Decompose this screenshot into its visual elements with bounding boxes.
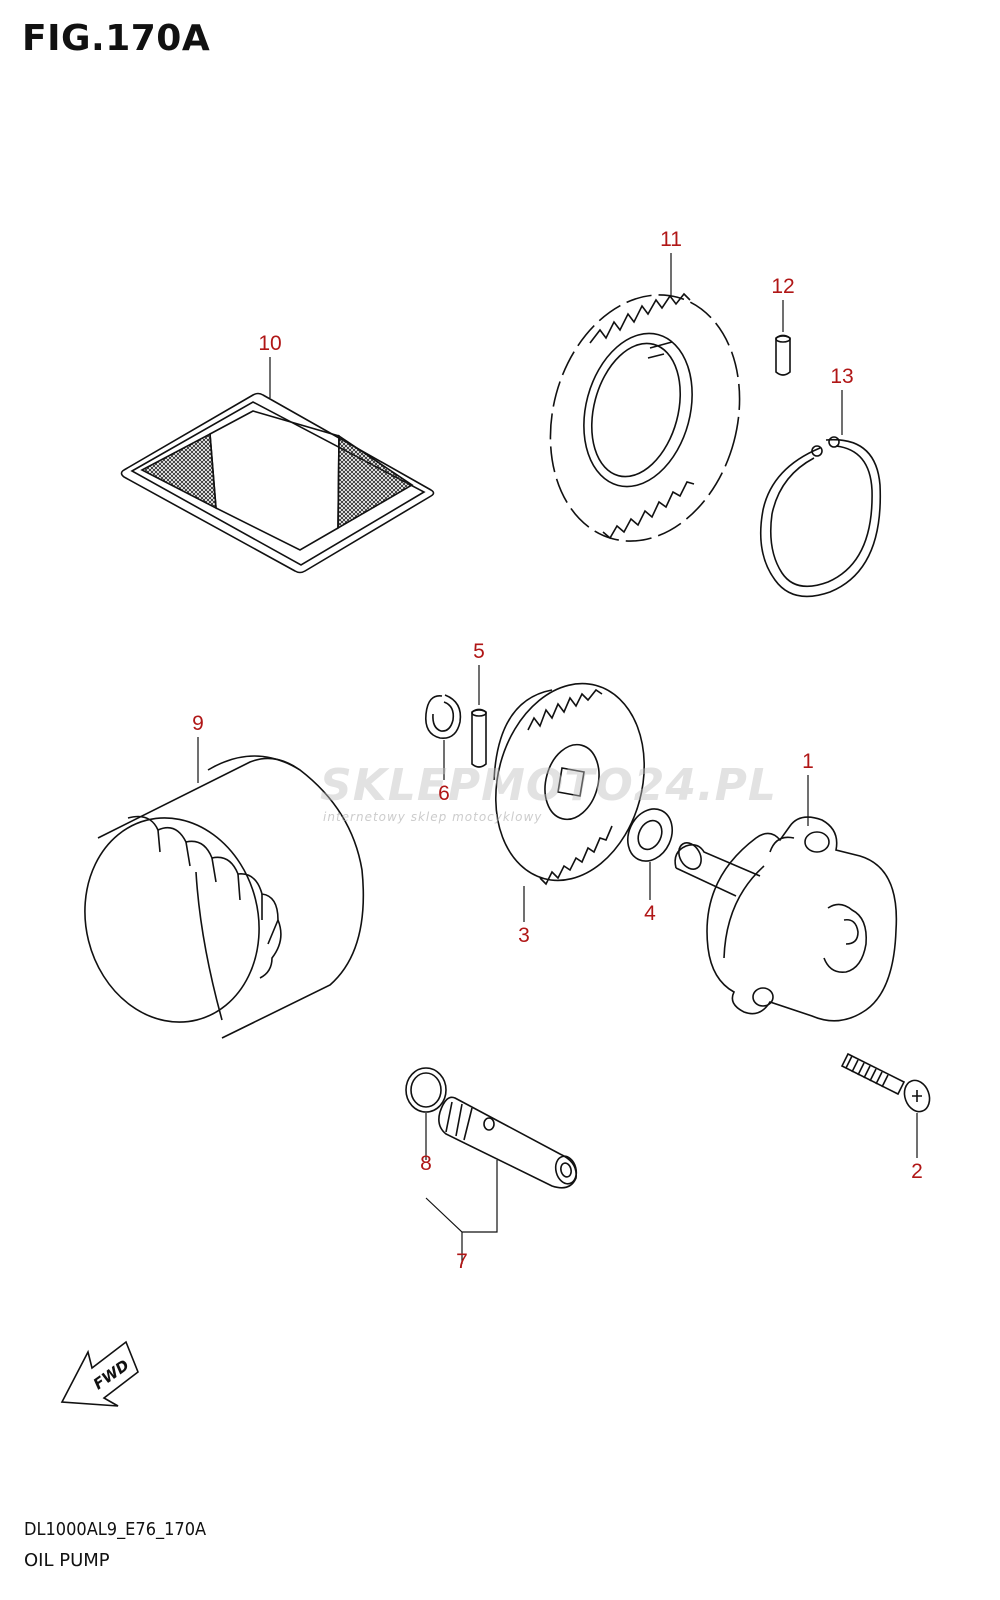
leader-line-7 [425,1160,498,1233]
callout-3[interactable]: 3 [518,924,530,947]
circlip-part-6[interactable] [424,694,462,739]
callout-9[interactable]: 9 [192,712,204,735]
oil-pump-part-1[interactable] [674,816,898,1022]
pin-part-5[interactable] [471,708,487,768]
callout-4[interactable]: 4 [644,902,656,925]
callout-8[interactable]: 8 [420,1152,432,1175]
washer-part-4[interactable] [620,802,681,869]
callout-6[interactable]: 6 [438,782,450,805]
oil-strainer-part-10[interactable] [120,392,435,574]
pin-part-12[interactable] [775,334,791,376]
watermark-tagline: internetowy sklep motocyklowy [323,810,543,824]
callout-10[interactable]: 10 [258,332,282,355]
model-code: DL1000AL9_E76_170A [24,1519,207,1540]
callout-2[interactable]: 2 [911,1160,923,1183]
figure-title: FIG.170A [22,18,211,59]
pump-gear-part-3[interactable] [475,667,666,897]
fwd-arrow-icon: FWD [60,1340,139,1407]
screw-part-2[interactable] [840,1052,934,1115]
circlip-part-13[interactable] [759,436,882,598]
oil-jet-part-7[interactable] [438,1096,579,1189]
callout-11[interactable]: 11 [660,228,682,251]
o-ring-part-8[interactable] [405,1067,447,1113]
oil-filter-part-9[interactable] [64,755,365,1041]
callout-1[interactable]: 1 [802,750,814,773]
driven-gear-part-11[interactable] [524,273,766,562]
callout-7[interactable]: 7 [456,1250,468,1273]
section-name: OIL PUMP [24,1550,110,1571]
callout-13[interactable]: 13 [830,365,854,388]
callout-12[interactable]: 12 [771,275,795,298]
watermark-brand: SKLEPMOTO24.PL [320,760,777,811]
callout-5[interactable]: 5 [473,640,485,663]
